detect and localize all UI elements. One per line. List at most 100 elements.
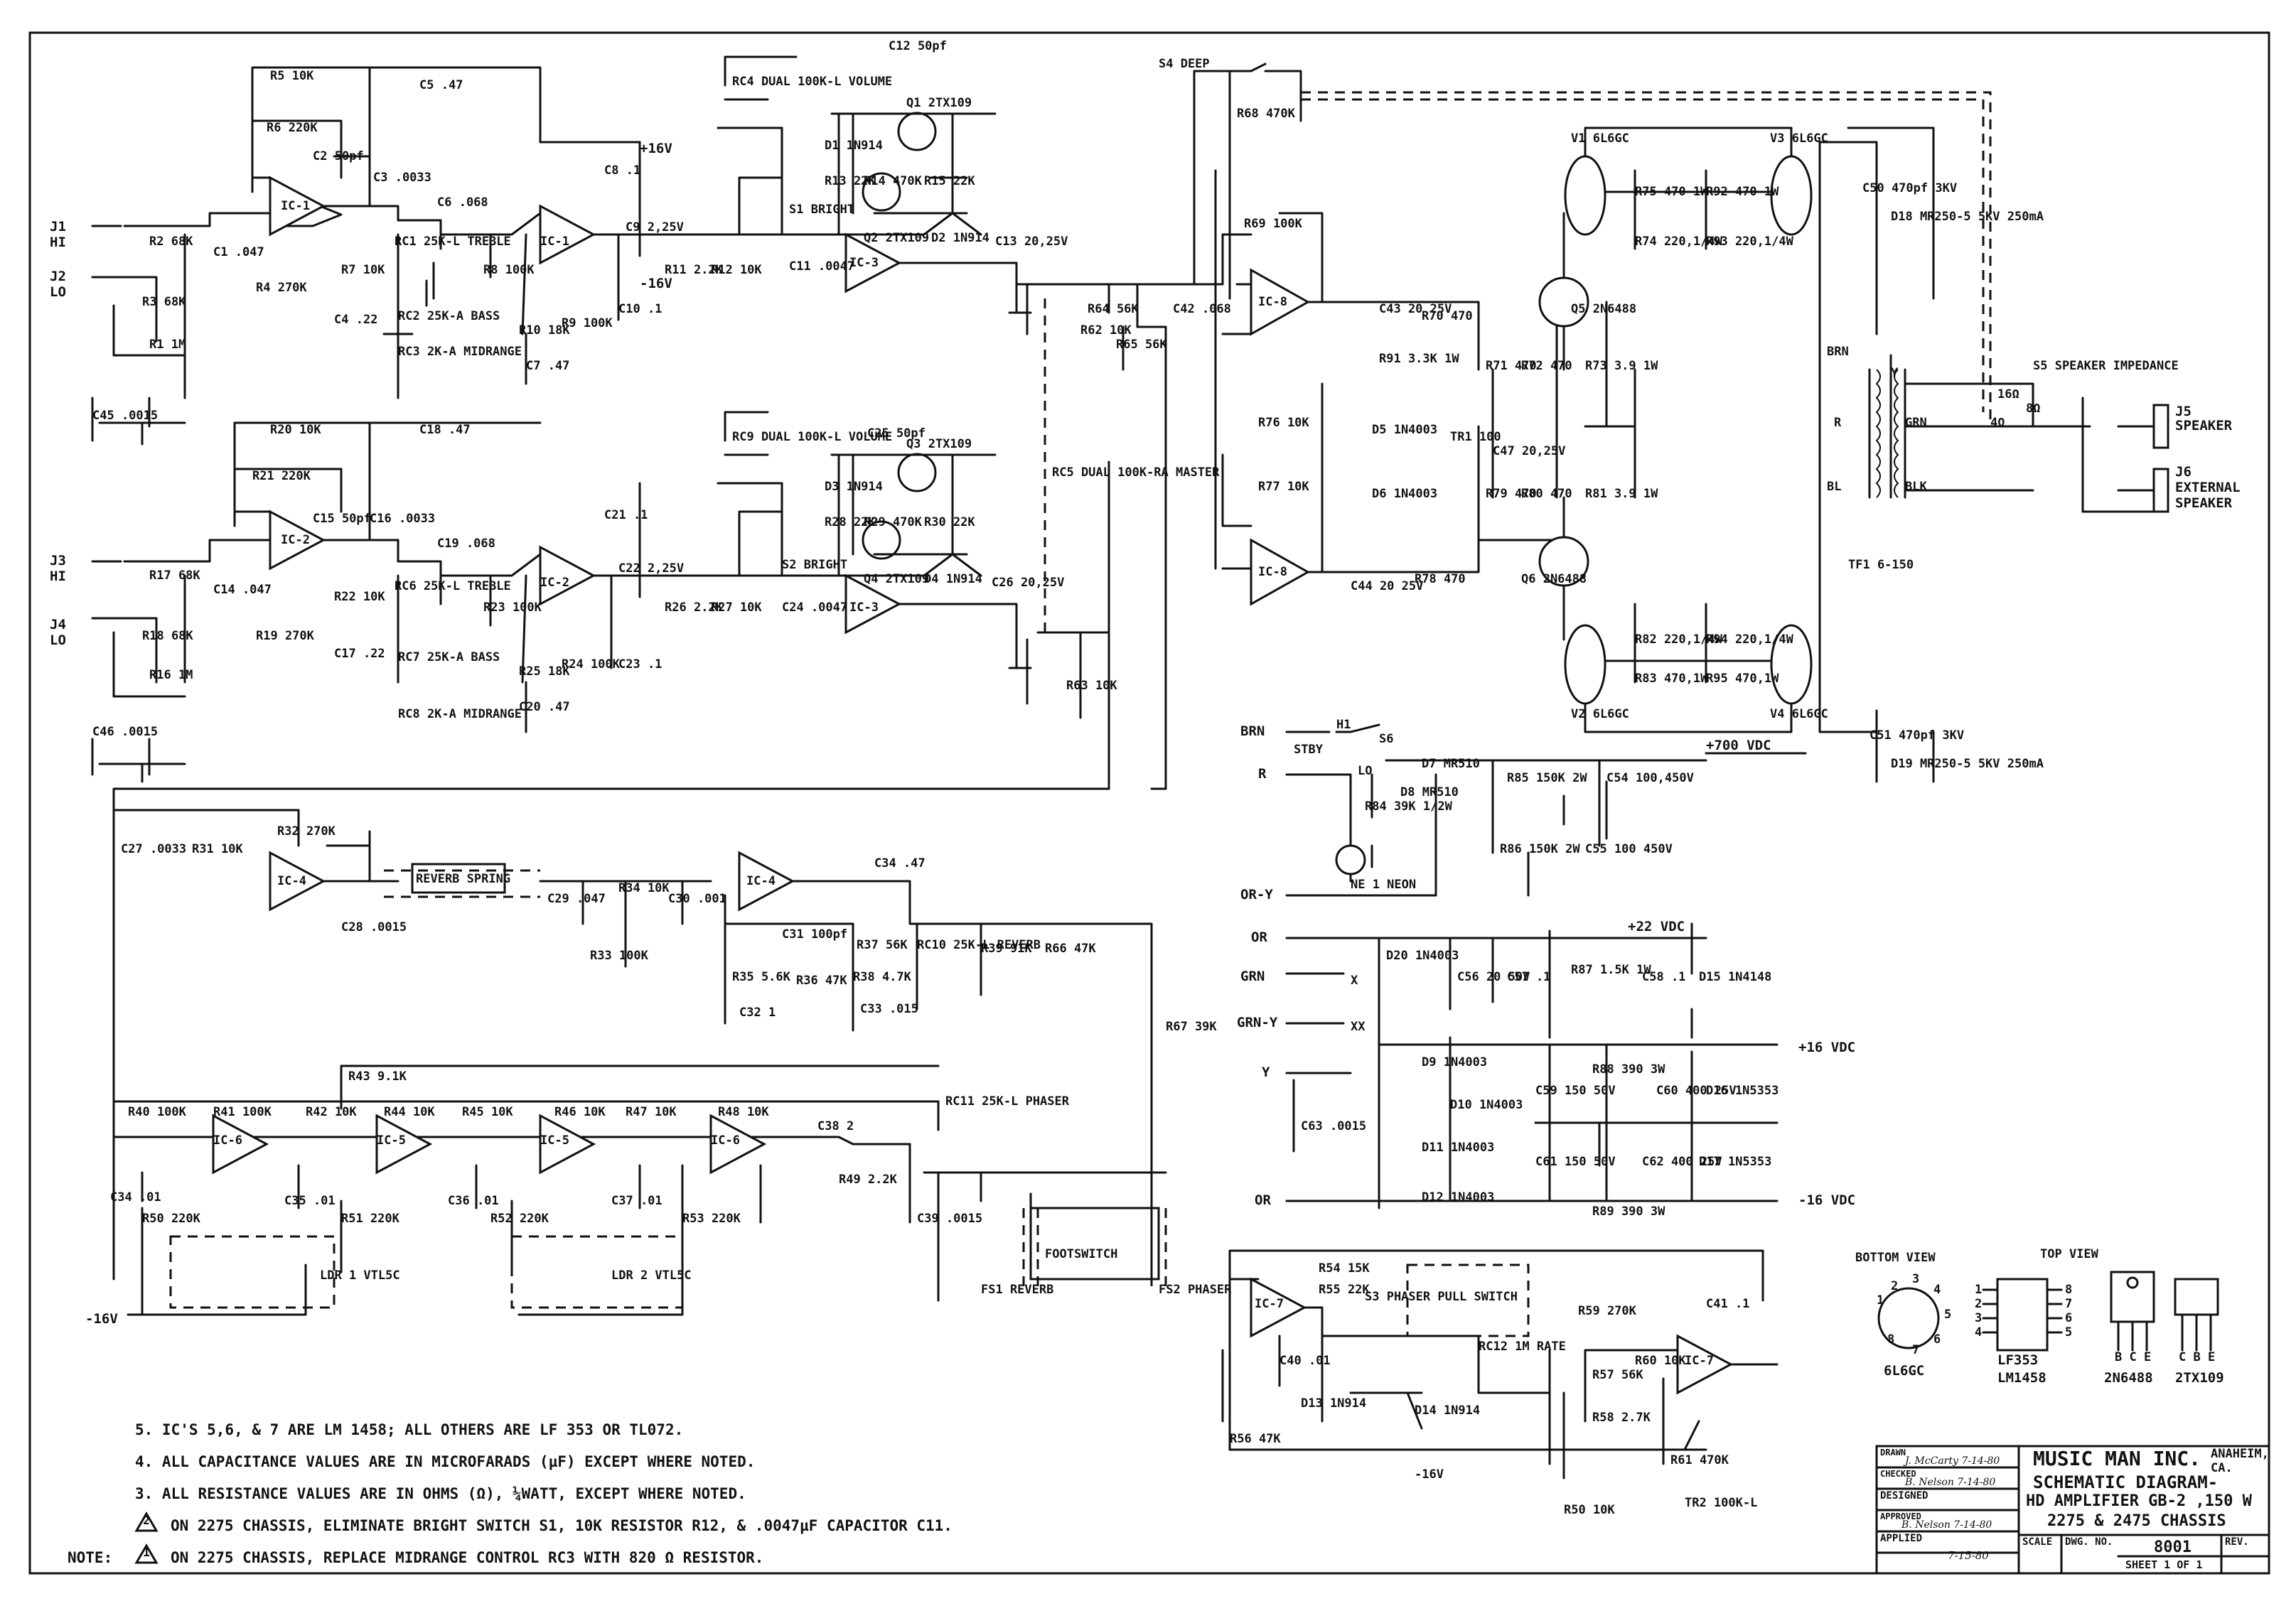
component-label: R81 3.9 1W (1585, 487, 1658, 501)
note-4: 4. ALL CAPACITANCE VALUES ARE IN MICROFA… (135, 1453, 756, 1470)
component-label: R56 47K (1230, 1432, 1281, 1446)
component-label: IC-6 (711, 1133, 740, 1148)
component-label: C21 .1 (604, 508, 648, 522)
component-label: R87 1.5K 1W (1571, 963, 1651, 977)
component-label: R52 220K (490, 1212, 549, 1226)
note-prefix: NOTE: (68, 1549, 113, 1566)
component-label: R18 68K (142, 629, 193, 643)
component-label: C28 .0015 (341, 920, 407, 934)
component-label: IC-8 (1258, 295, 1287, 309)
io-label: BRN (1240, 723, 1265, 739)
transistor-pinout-label: 2TX109 (2175, 1370, 2224, 1386)
io-label: OR-Y (1240, 887, 1273, 902)
q4-transistor (862, 520, 901, 560)
component-label: R17 68K (149, 568, 200, 583)
io-label: +16V (640, 141, 672, 156)
component-label: 16Ω (1997, 387, 2019, 402)
component-label: C47 20,25V (1493, 444, 1565, 458)
pin-order-label: B C E (2115, 1350, 2151, 1364)
component-label: R51 220K (341, 1212, 400, 1226)
component-label: R25 18K (519, 664, 570, 679)
io-label: EXTERNAL (2175, 480, 2241, 495)
component-label: R82 220,1/4W (1635, 632, 1723, 647)
io-label: J3 (50, 553, 66, 568)
io-label: -16V (85, 1311, 118, 1327)
checked-by: B. Nelson 7-14-80 (1905, 1477, 1996, 1488)
component-label: R48 10K (718, 1105, 769, 1119)
ic-pin-number: 7 (2065, 1297, 2072, 1311)
phaser-section (112, 1065, 1167, 1316)
component-label: R55 22K (1319, 1283, 1370, 1297)
io-label: +22 VDC (1628, 919, 1685, 934)
ic8a-opamp (1250, 268, 1311, 336)
component-label: IC-5 (540, 1133, 569, 1148)
company-name: MUSIC MAN INC. (2033, 1447, 2201, 1470)
preamp-channel-1 (91, 55, 1032, 446)
component-label: IC-7 (1255, 1297, 1284, 1311)
component-label: R36 47K (796, 974, 847, 988)
component-label: C50 470pf 3KV (1862, 181, 1957, 195)
component-label: R60 10K (1635, 1354, 1686, 1368)
component-label: RC7 25K-A BASS (398, 650, 500, 664)
component-label: D9 1N4003 (1422, 1055, 1487, 1069)
component-label: C29 .047 (547, 892, 606, 906)
ic-dip8-top-view (1996, 1278, 2049, 1352)
component-label: C42 .068 (1173, 302, 1231, 316)
note-1-mark: 1 (143, 1546, 150, 1559)
component-label: R95 470,1W (1706, 672, 1779, 686)
drawn-label: DRAWN (1880, 1448, 1906, 1457)
sheet-number: SHEET 1 OF 1 (2125, 1558, 2203, 1571)
q3-transistor (897, 453, 937, 492)
component-label: RC2 25K-A BASS (398, 309, 500, 323)
component-label: C39 .0015 (917, 1212, 982, 1226)
component-label: R68 470K (1237, 107, 1296, 121)
component-label: R30 22K (924, 515, 975, 529)
ic-pin-number: 1 (1975, 1283, 1982, 1297)
tube-pinout-label: 6L6GC (1884, 1363, 1924, 1379)
note-warning-icon (134, 1543, 159, 1564)
component-label: GRN (1905, 416, 1927, 430)
component-label: C36 .01 (448, 1194, 499, 1208)
component-label: R72 470 (1521, 359, 1572, 373)
component-label: D2 1N914 (931, 231, 989, 245)
component-label: C35 .01 (284, 1194, 336, 1208)
component-label: R2 68K (149, 235, 193, 249)
component-label: R15 22K (924, 174, 975, 188)
dwg-no-label: DWG. NO. (2065, 1536, 2113, 1548)
component-label: R32 270K (277, 824, 336, 839)
io-label: LO (50, 284, 66, 300)
component-label: IC-4 (746, 874, 776, 888)
io-label: OR (1251, 929, 1267, 945)
component-label: R28 22K (825, 515, 876, 529)
component-label: R46 10K (554, 1105, 606, 1119)
component-label: R59 270K (1578, 1304, 1637, 1318)
component-label: R49 2.2K (839, 1173, 898, 1187)
component-label: C26 20,25V (992, 576, 1064, 590)
io-label: J2 (50, 269, 66, 284)
component-label: R11 2.2K (665, 263, 724, 277)
component-label: R13 22K (825, 174, 876, 188)
component-label: 4Ω (1990, 416, 2005, 430)
component-label: S1 BRIGHT (789, 203, 854, 217)
company-location: ANAHEIM, CA. (2211, 1447, 2269, 1475)
component-label: D19 MR250-5 5KV 250mA (1891, 757, 2044, 771)
io-label: J5 (2175, 404, 2192, 419)
io-label: HI (50, 568, 66, 584)
component-label: Y (1891, 366, 1899, 380)
component-label: S6 (1379, 732, 1393, 746)
reverb-section (112, 460, 1153, 1281)
ic-pin-number: 2 (1975, 1297, 1982, 1311)
component-label: C7 .47 (526, 359, 569, 373)
component-label: R4 270K (256, 281, 307, 295)
ic1a-opamp (269, 176, 326, 237)
applied-label: APPLIED (1880, 1533, 1923, 1544)
v1-tube (1564, 155, 1606, 236)
note-5: 5. IC'S 5,6, & 7 ARE LM 1458; ALL OTHERS… (135, 1421, 684, 1438)
component-label: C2 50pf (313, 149, 364, 163)
component-label: D10 1N4003 (1450, 1098, 1523, 1112)
applied-date: 7-15-80 (1948, 1549, 1989, 1562)
io-label: +16 VDC (1798, 1040, 1855, 1055)
io-label: -16 VDC (1798, 1192, 1855, 1208)
component-label: D15 1N4148 (1699, 970, 1771, 984)
